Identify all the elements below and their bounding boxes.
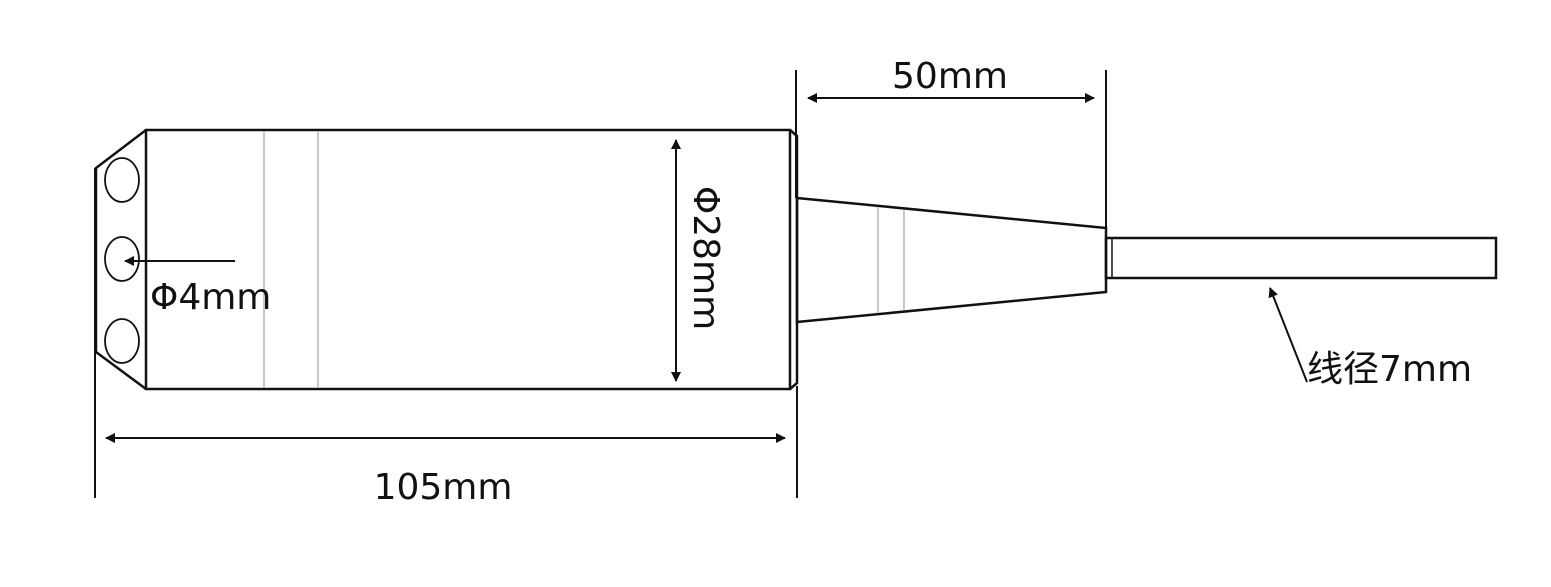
inlet-hole-middle	[104, 236, 140, 282]
cable-gland	[795, 196, 1108, 324]
extension-lines	[94, 70, 1107, 498]
body-outline	[144, 128, 792, 391]
dimension-label-105mm: 105mm	[374, 467, 513, 508]
sensor-head	[94, 129, 147, 391]
cable-outline	[1104, 236, 1498, 280]
dimension-50mm: 50mm	[807, 56, 1095, 103]
dimension-label-28mm: Φ28mm	[685, 186, 726, 330]
cable	[1104, 236, 1498, 280]
dimension-hole-diameter: Φ4mm	[124, 256, 271, 318]
inlet-hole-bottom	[104, 318, 140, 364]
dimension-105mm: 105mm	[105, 433, 786, 508]
gland-outline	[795, 196, 1108, 324]
inlet-hole-top	[104, 157, 140, 203]
leader-arrow-cable	[1268, 287, 1308, 383]
dimension-label-4mm: Φ4mm	[150, 277, 271, 318]
dimension-cable-diameter: 线径7mm	[1268, 287, 1472, 390]
dimension-body-diameter: Φ28mm	[671, 139, 726, 382]
dimension-label-50mm: 50mm	[892, 56, 1008, 97]
sensor-body	[144, 128, 799, 391]
dimension-label-cable: 线径7mm	[1307, 349, 1472, 390]
